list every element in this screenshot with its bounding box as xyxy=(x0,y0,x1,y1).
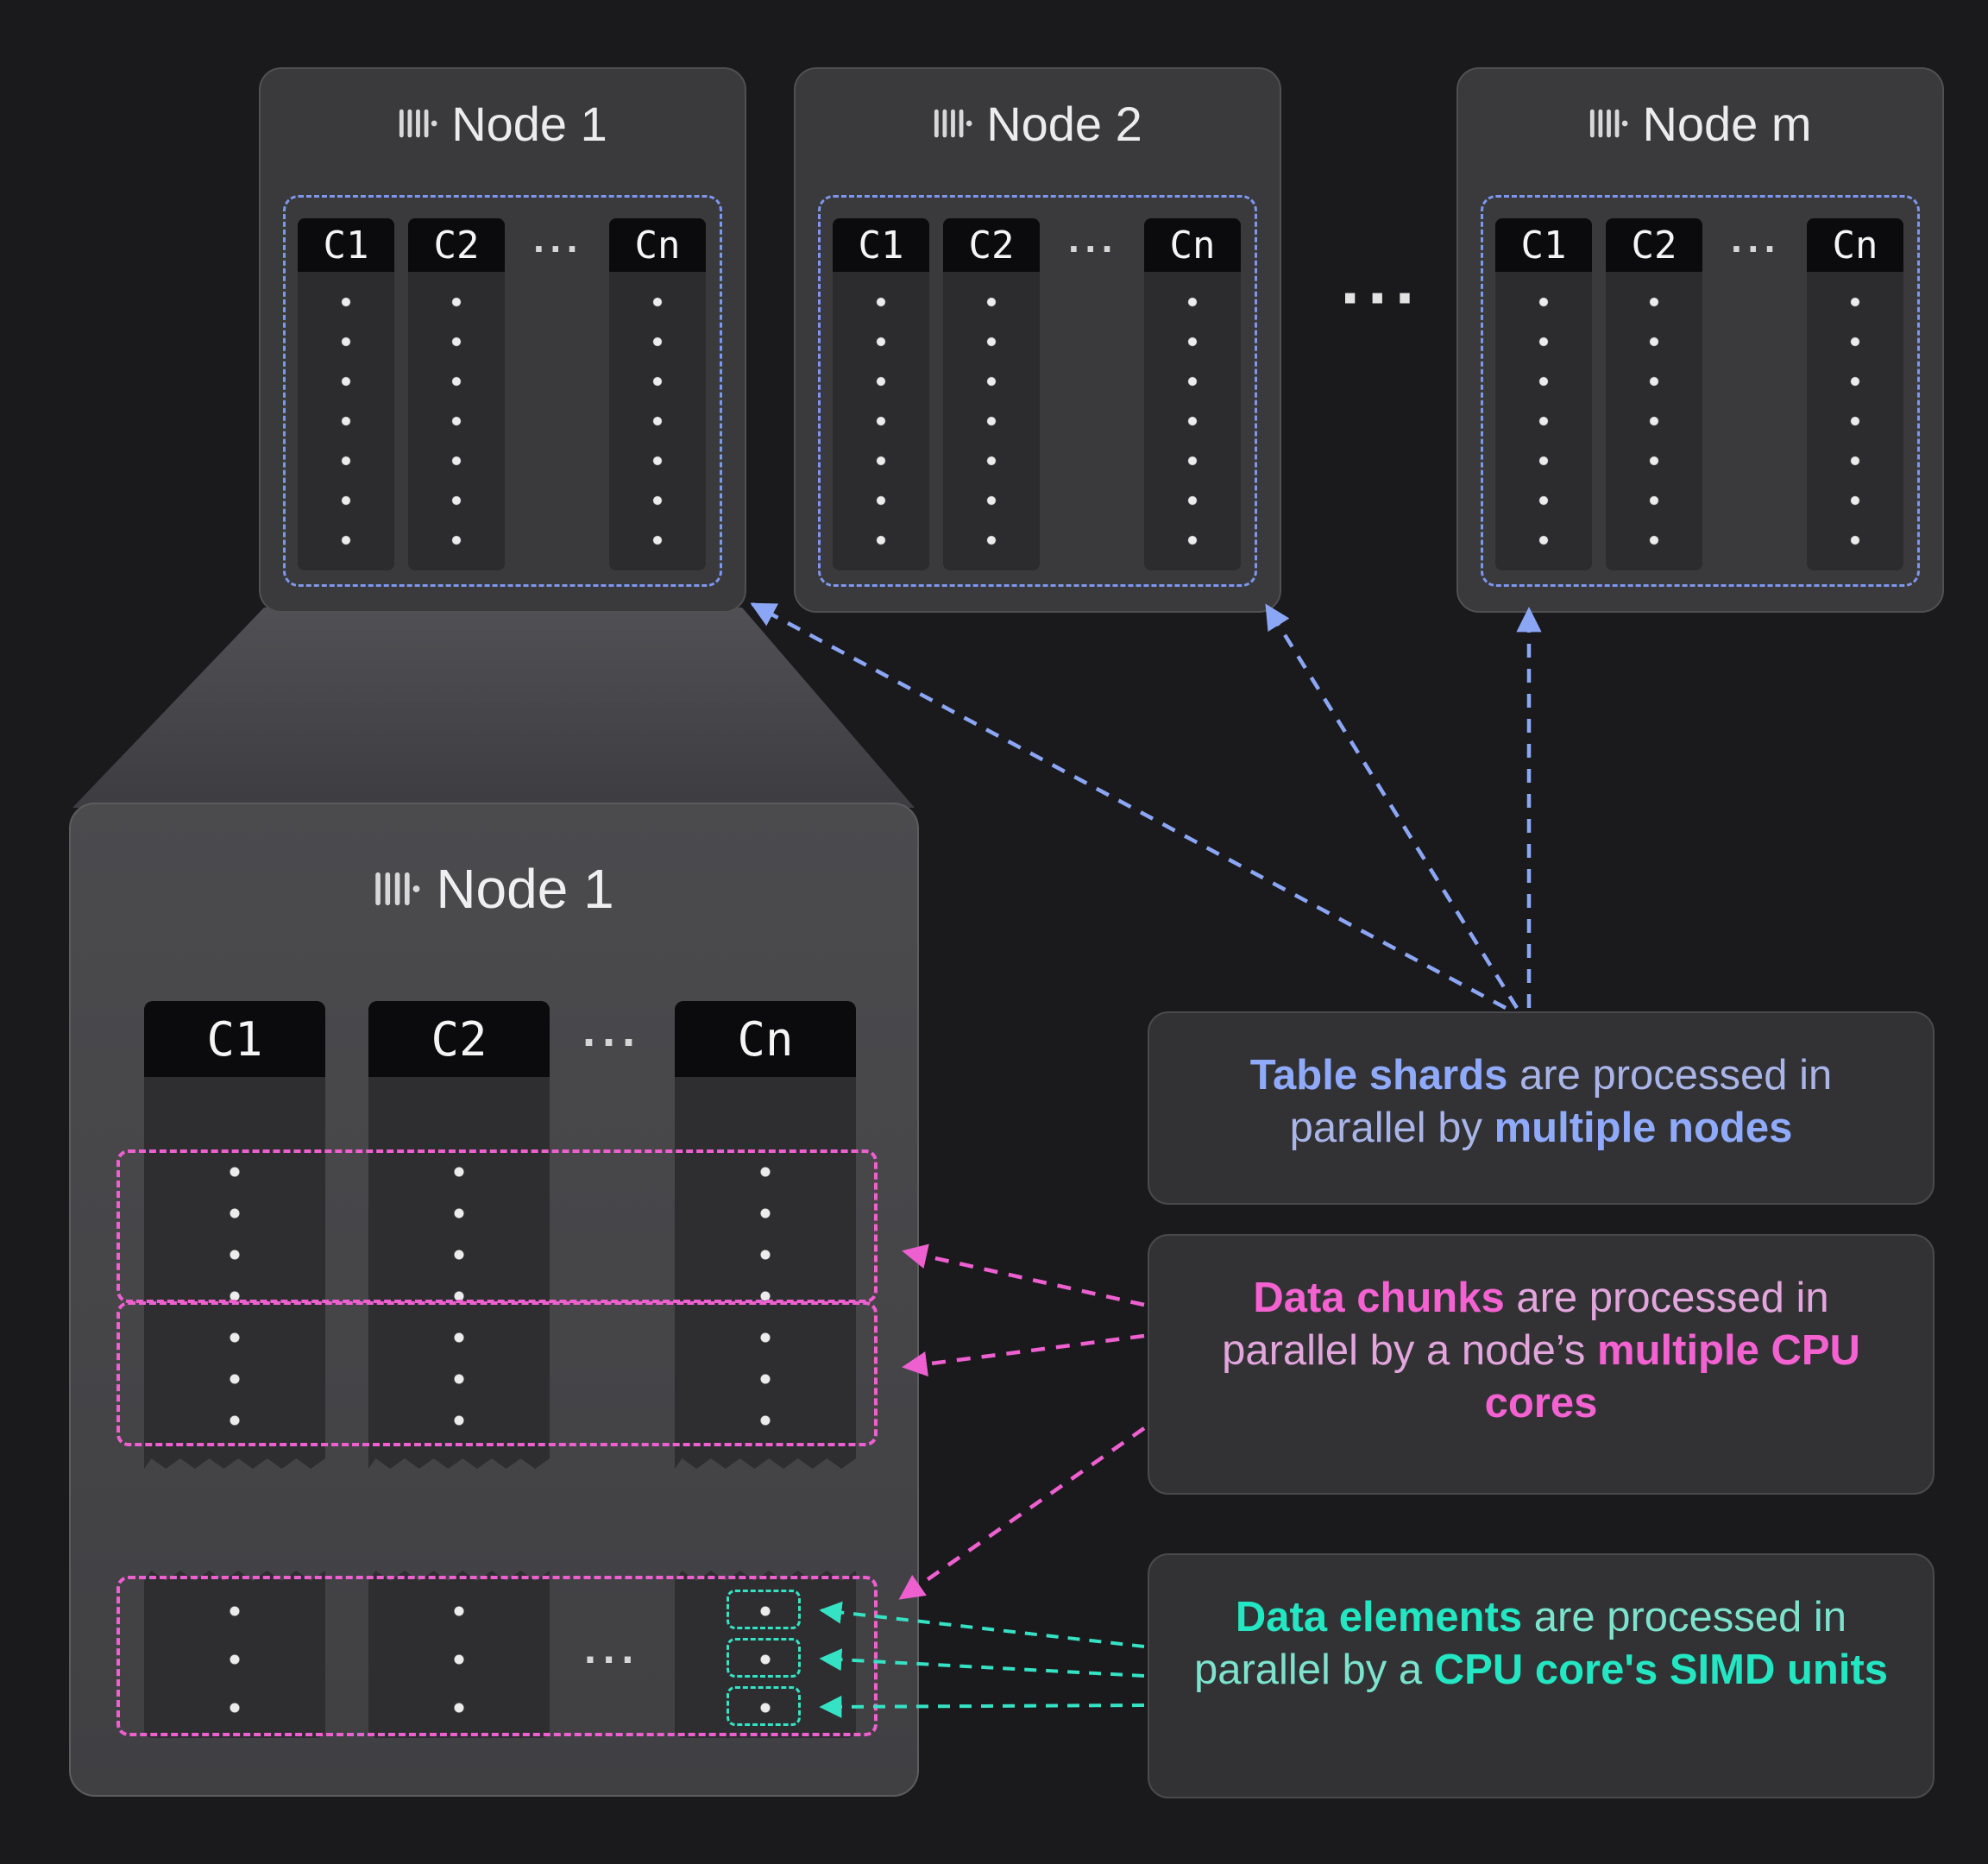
column-header: C2 xyxy=(943,218,1040,272)
column-header: C1 xyxy=(1495,218,1592,272)
column-header: Cn xyxy=(1144,218,1241,272)
column-body-upper xyxy=(675,1077,856,1469)
columns-ellipsis: ··· xyxy=(1068,226,1118,271)
column-c2: C2 xyxy=(943,218,1040,570)
note-data-chunks: Data chunks are processed in parallel by… xyxy=(1148,1234,1935,1495)
server-bars-icon xyxy=(1590,109,1628,138)
data-chunk-3 xyxy=(116,1576,878,1736)
column-cn: Cn xyxy=(1144,218,1241,570)
column-header: C2 xyxy=(1606,218,1702,272)
data-element-box-2 xyxy=(727,1638,801,1678)
column-cn: Cn xyxy=(609,218,706,570)
arrow-chunk-1 xyxy=(902,1244,1145,1307)
column-body-lower xyxy=(368,1571,550,1738)
column-c1: C1 xyxy=(833,218,929,570)
column-c2: C2 xyxy=(408,218,505,570)
top-node-2: Node 2 C1 C2 ··· Cn xyxy=(794,67,1281,613)
note-bold-tail: CPU core's SIMD units xyxy=(1433,1646,1889,1693)
note-text: are processed in parallel by xyxy=(1289,1052,1833,1151)
data-dots xyxy=(1495,282,1592,560)
column-body xyxy=(1606,272,1702,570)
columns-ellipsis: ··· xyxy=(582,1017,642,1068)
node-title: Node 2 xyxy=(796,93,1280,154)
note-bold-tail: multiple CPU cores xyxy=(1484,1326,1860,1426)
column-body xyxy=(298,272,394,570)
column-body-lower xyxy=(144,1571,325,1738)
column-body xyxy=(943,272,1040,570)
note-data-elements: Data elements are processed in parallel … xyxy=(1148,1553,1935,1798)
funnel-shape xyxy=(72,608,915,808)
data-dots xyxy=(943,282,1040,560)
column-header: C1 xyxy=(833,218,929,272)
column-body xyxy=(609,272,706,570)
data-chunk-1 xyxy=(116,1149,878,1303)
column-header: Cn xyxy=(675,1001,856,1077)
data-dots xyxy=(144,1151,325,1441)
note-table-shards: Table shards are processed in parallel b… xyxy=(1148,1011,1935,1205)
table-shard-border: C1 C2 ··· Cn xyxy=(283,195,722,587)
data-chunk-2 xyxy=(116,1301,878,1446)
column-body xyxy=(833,272,929,570)
column-c1: C1 xyxy=(1495,218,1592,570)
note-bold-lead: Data chunks xyxy=(1253,1275,1505,1321)
node-title-label: Node 2 xyxy=(986,96,1142,151)
note-bold-tail: multiple nodes xyxy=(1494,1104,1793,1151)
column-header: Cn xyxy=(609,218,706,272)
node-title-label: Node 1 xyxy=(436,858,614,920)
columns-ellipsis: ··· xyxy=(584,1635,640,1684)
table-shard-border: C1 C2 ··· Cn xyxy=(1481,195,1920,587)
column-header: C2 xyxy=(368,1001,550,1077)
note-text: are processed in parallel by a node’s xyxy=(1222,1275,1829,1374)
note-bold-lead: Table shards xyxy=(1249,1052,1508,1099)
server-bars-icon xyxy=(934,109,972,138)
note-bold-lead: Data elements xyxy=(1235,1594,1523,1640)
column-body-upper xyxy=(144,1077,325,1469)
data-element-box-1 xyxy=(727,1590,801,1629)
column-header: C1 xyxy=(144,1001,325,1077)
data-dots xyxy=(368,1151,550,1441)
column-body xyxy=(408,272,505,570)
data-dots xyxy=(833,282,929,560)
columns-ellipsis: ··· xyxy=(533,226,583,271)
data-dots xyxy=(1144,282,1241,560)
data-dots xyxy=(609,282,706,560)
data-dots xyxy=(144,1587,325,1732)
node-title-label: Node m xyxy=(1642,96,1812,151)
note-text: are processed in parallel by a xyxy=(1193,1594,1847,1693)
data-dots xyxy=(1807,282,1903,560)
node-title: Node 1 xyxy=(261,93,745,154)
column-c2: C2 xyxy=(1606,218,1702,570)
node-title: Node 1 xyxy=(71,854,917,923)
data-dots xyxy=(298,282,394,560)
column-header: C1 xyxy=(298,218,394,272)
node-title: Node m xyxy=(1458,93,1942,154)
table-shard-border: C1 C2 ··· Cn xyxy=(818,195,1257,587)
arrow-chunk-2 xyxy=(902,1333,1145,1377)
arrow-chunk-3 xyxy=(898,1426,1146,1600)
column-cn: Cn xyxy=(1807,218,1903,570)
column-body xyxy=(1144,272,1241,570)
data-dots xyxy=(368,1587,550,1732)
column-header: C2 xyxy=(408,218,505,272)
column-body-upper xyxy=(368,1077,550,1469)
server-bars-icon xyxy=(375,872,420,906)
column-header: Cn xyxy=(1807,218,1903,272)
data-dots xyxy=(1606,282,1702,560)
top-node-1: Node 1 C1 C2 ··· Cn xyxy=(259,67,746,613)
columns-ellipsis: ··· xyxy=(1731,226,1781,271)
column-body xyxy=(1495,272,1592,570)
server-bars-icon xyxy=(399,109,437,138)
column-body xyxy=(1807,272,1903,570)
top-node-m: Node m C1 C2 ··· Cn xyxy=(1456,67,1944,613)
arrow-shards-node2 xyxy=(1265,603,1519,1010)
data-dots xyxy=(675,1151,856,1441)
column-c1: C1 xyxy=(298,218,394,570)
node-title-label: Node 1 xyxy=(451,96,607,151)
data-element-box-3 xyxy=(727,1686,801,1726)
nodes-ellipsis: ··· xyxy=(1340,259,1423,336)
data-dots xyxy=(408,282,505,560)
